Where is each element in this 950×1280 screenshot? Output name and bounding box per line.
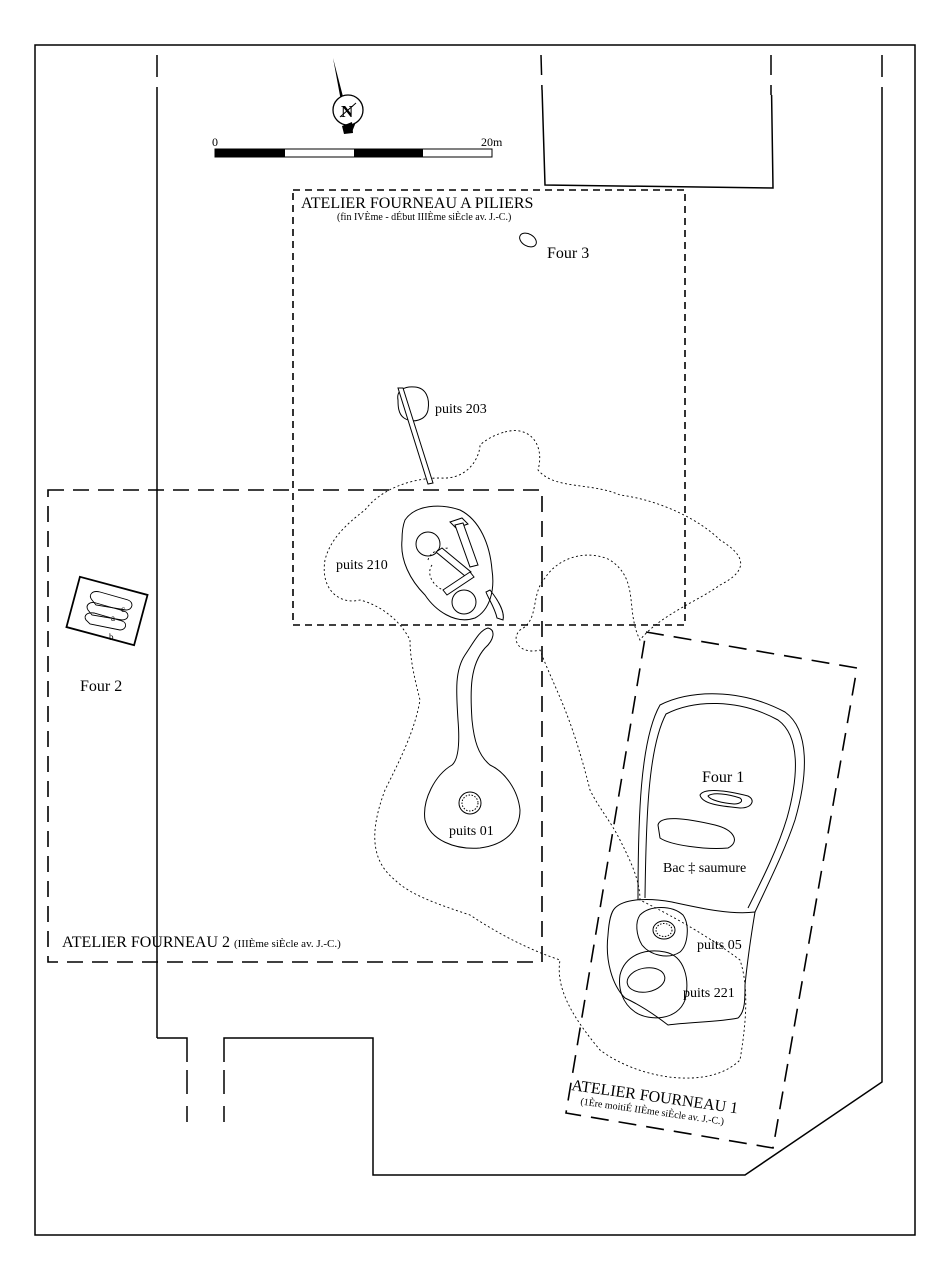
four2-part-c: c [121,604,125,614]
site-boundary [156,54,883,1176]
four2-label: Four 2 [80,678,122,695]
scale-bar: 0 20m [212,135,503,158]
four2-feature [65,575,149,647]
puits210-label: puits 210 [336,558,388,573]
zone-piliers-title: ATELIER FOURNEAU A PILIERS [301,195,533,212]
four2-part-b: b [109,632,114,642]
north-letter: N [341,102,354,121]
puits203-feature [397,386,434,485]
four3-label: Four 3 [547,245,589,262]
zone-fourneau2-title: ATELIER FOURNEAU 2 (IIIÈme siÈcle av. J.… [62,934,341,951]
zone-piliers-date: (fin IVÈme - dÉbut IIIÈme siÈcle av. J.-… [337,211,511,223]
zone-fourneau2-date: (IIIÈme siÈcle av. J.-C.) [234,938,341,950]
zone-fourneau1-boundary [565,631,858,1149]
puits05-221-feature [606,899,756,1026]
zone-fourneau2-boundary [47,489,543,963]
north-arrow: N [332,58,364,134]
puits210-feature [401,505,504,621]
puits01-label: puits 01 [449,824,494,839]
four3-feature [519,232,537,248]
map-frame [34,44,916,1236]
four1-structure [637,693,805,913]
excavation-contours [323,430,747,1079]
scale-end-label: 20m [481,135,503,149]
four1-label: Four 1 [702,769,744,786]
four2-part-a: a [111,613,115,623]
zone-piliers-boundary [292,189,686,626]
puits05-label: puits 05 [697,938,742,953]
bac-saumure-label: Bac ‡ saumure [663,861,746,876]
puits01-feature [424,627,521,849]
puits203-label: puits 203 [435,402,487,417]
scale-start-label: 0 [212,135,218,149]
zone-fourneau2-title-text: ATELIER FOURNEAU 2 [62,934,230,951]
puits221-label: puits 221 [683,986,735,1001]
